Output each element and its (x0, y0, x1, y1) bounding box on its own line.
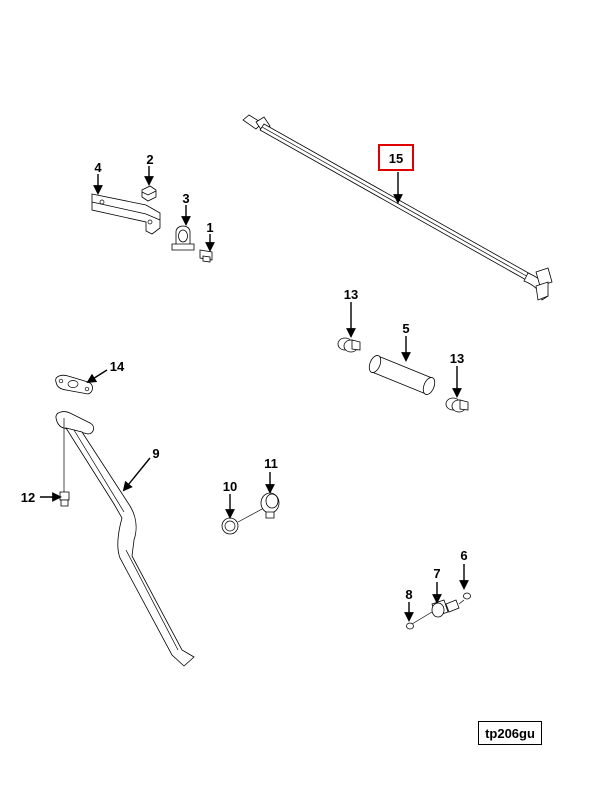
part-6-washer (463, 592, 471, 600)
part-11-plug (260, 492, 280, 519)
part-8-washer (406, 611, 433, 630)
part-9-tube (55, 411, 195, 667)
callout-arrows (40, 166, 469, 622)
callout-5: 5 (402, 321, 409, 336)
part-5-hose (368, 355, 436, 395)
part-7-fitting (431, 599, 465, 618)
arrow-14 (86, 369, 108, 384)
part-2-nut (141, 185, 157, 202)
callout-4: 4 (94, 160, 102, 175)
part-10-ring (221, 507, 265, 535)
part-4-bracket (91, 193, 161, 235)
part-1-screw (199, 249, 213, 263)
part-3-clamp (171, 225, 195, 251)
reference-code-label: tp206gu (478, 721, 542, 745)
callout-8: 8 (405, 587, 412, 602)
callout-14: 14 (110, 359, 125, 374)
part-15-tube (242, 114, 553, 301)
callout-1: 1 (206, 220, 213, 235)
callout-7: 7 (433, 566, 440, 581)
part-14-gasket (55, 374, 93, 395)
callout-3: 3 (182, 191, 189, 206)
callout-13-lower: 13 (450, 351, 464, 366)
highlight-box (378, 144, 414, 171)
part-13-clamp-lower (445, 397, 469, 413)
callout-15: 15 (389, 151, 403, 166)
part-13-clamp-upper (337, 337, 361, 353)
part-12-bolt (59, 418, 70, 507)
callout-labels: 1 2 3 4 5 6 7 8 9 10 11 12 13 13 14 15 (21, 151, 468, 602)
callout-13-upper: 13 (344, 287, 358, 302)
callout-9: 9 (152, 446, 159, 461)
callout-12: 12 (21, 490, 35, 505)
callout-2: 2 (146, 152, 153, 167)
callout-11: 11 (264, 456, 278, 471)
callout-6: 6 (460, 548, 467, 563)
arrow-9 (122, 457, 151, 492)
callout-10: 10 (223, 479, 237, 494)
